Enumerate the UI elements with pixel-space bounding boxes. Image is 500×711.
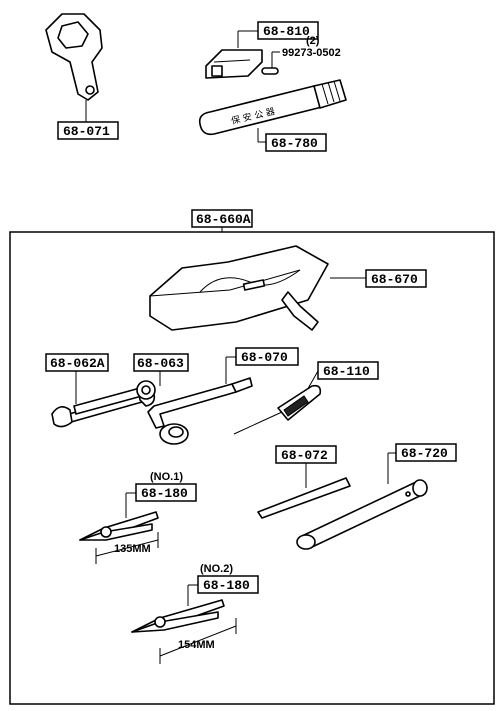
label-68-063: 68-063 xyxy=(133,353,189,372)
label-68-062A: 68-062A xyxy=(45,353,109,372)
wrench-68-063 xyxy=(73,380,156,415)
label-68-071: 68-071 xyxy=(57,121,119,140)
qty-2: (2) xyxy=(306,35,320,47)
label-68-660A-text: 68-660A xyxy=(196,212,251,227)
label-68-720: 68-720 xyxy=(395,443,457,462)
hex-key-68-072 xyxy=(257,477,351,519)
label-68-180-no2: 68-180 xyxy=(197,575,259,594)
label-68-062A-text: 68-062A xyxy=(50,356,105,371)
label-68-810: 68-810 xyxy=(257,21,319,40)
spanner-68-071 xyxy=(45,13,103,101)
label-68-670: 68-670 xyxy=(365,269,427,288)
fuse-99273-0502 xyxy=(261,67,279,75)
dim-line-154 xyxy=(159,625,237,657)
label-68-780: 68-780 xyxy=(265,133,327,152)
label-68-110: 68-110 xyxy=(317,361,379,380)
label-68-072: 68-072 xyxy=(275,445,337,464)
label-68-063-text: 68-063 xyxy=(137,356,184,371)
label-99273-0502: 99273-0502 xyxy=(282,47,341,59)
label-68-180-no2-text: 68-180 xyxy=(203,578,250,593)
fuse-puller-68-810 xyxy=(205,49,263,79)
box-wrench-68-720 xyxy=(296,479,428,550)
label-68-660A: 68-660A xyxy=(191,209,253,228)
label-68-810-text: 68-810 xyxy=(263,24,310,39)
label-68-070-text: 68-070 xyxy=(241,350,288,365)
label-68-071-text: 68-071 xyxy=(63,124,110,139)
dimension-135mm: 135MM xyxy=(114,543,151,555)
label-68-110-text: 68-110 xyxy=(323,364,370,379)
tube-68-780: 保 安 公 器 xyxy=(198,79,347,136)
label-68-180-no1: 68-180 xyxy=(135,483,197,502)
dimension-154mm: 154MM xyxy=(178,639,215,651)
pliers-68-180-no1 xyxy=(79,511,159,541)
label-68-070: 68-070 xyxy=(235,347,299,366)
dim-line-135 xyxy=(95,539,159,557)
label-68-180-no1-text: 68-180 xyxy=(141,486,188,501)
note-no2: (NO.2) xyxy=(200,563,233,575)
pliers-68-180-no2 xyxy=(131,599,225,633)
kit-enclosure xyxy=(9,231,495,705)
screwdriver-68-110 xyxy=(233,384,322,435)
lug-wrench-68-070 xyxy=(147,377,253,445)
tool-bag-68-670 xyxy=(149,245,329,331)
label-68-780-text: 68-780 xyxy=(271,136,318,151)
label-68-072-text: 68-072 xyxy=(281,448,328,463)
label-68-720-text: 68-720 xyxy=(401,446,448,461)
note-no1: (NO.1) xyxy=(150,471,183,483)
label-68-670-text: 68-670 xyxy=(371,272,418,287)
